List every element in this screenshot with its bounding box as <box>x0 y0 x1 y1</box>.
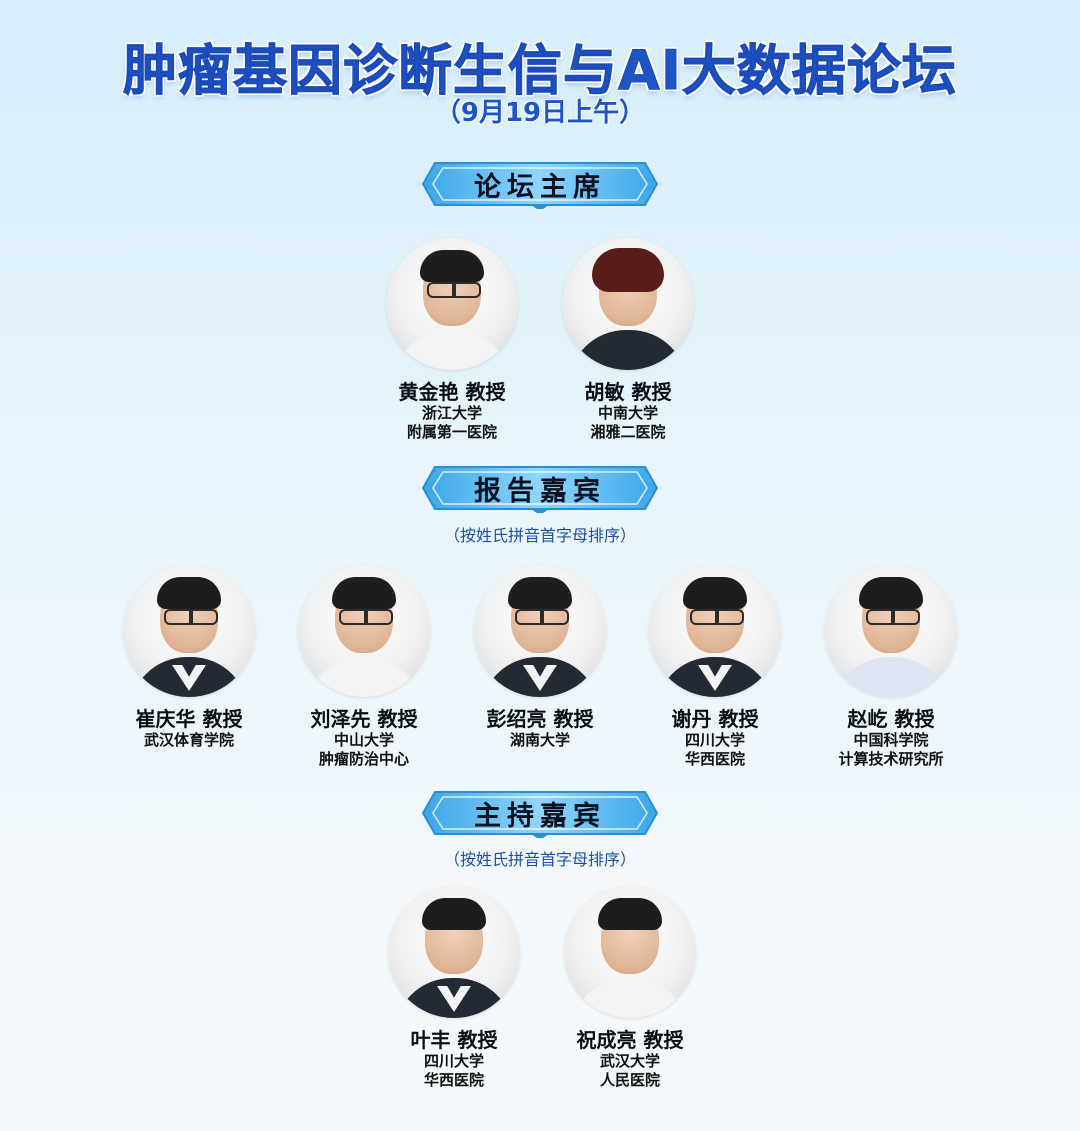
person-affiliation-line1: 四川大学 <box>423 1052 484 1070</box>
person-affiliation-line2: 人民医院 <box>599 1071 660 1089</box>
person-card-speaker-5: 赵屹 教授 中国科学院 计算技术研究所 <box>806 565 976 769</box>
avatar <box>123 565 255 697</box>
person-card-chair-2: 胡敏 教授 中南大学 湘雅二医院 <box>543 238 713 442</box>
banner-frame-icon <box>421 791 659 838</box>
person-affiliation-line1: 中国科学院 <box>853 731 929 749</box>
person-affiliation-line2: 湘雅二医院 <box>590 423 666 441</box>
person-card-host-2: 祝成亮 教授 武汉大学 人民医院 <box>545 886 715 1090</box>
person-affiliation-line1: 湖南大学 <box>509 731 570 749</box>
avatar <box>825 565 957 697</box>
person-affiliation-line1: 中山大学 <box>333 731 394 749</box>
section-banner-chairs: 论坛主席 <box>421 159 659 209</box>
person-affiliation-line1: 中南大学 <box>597 404 658 422</box>
section-note-speakers: （按姓氏拼音首字母排序） <box>443 526 636 545</box>
section-banner-speakers: 报告嘉宾 <box>421 463 659 513</box>
avatar <box>564 886 696 1018</box>
person-name: 崔庆华 教授 <box>135 707 243 731</box>
avatar <box>562 238 694 370</box>
section-note-hosts: （按姓氏拼音首字母排序） <box>443 850 636 869</box>
banner-frame-icon <box>421 466 659 513</box>
person-name: 祝成亮 教授 <box>576 1028 684 1052</box>
person-affiliation-line2: 计算技术研究所 <box>838 750 944 768</box>
person-card-speaker-4: 谢丹 教授 四川大学 华西医院 <box>630 565 800 769</box>
person-affiliation-line2: 附属第一医院 <box>406 423 497 441</box>
section-banner-hosts: 主持嘉宾 <box>421 788 659 838</box>
avatar <box>388 886 520 1018</box>
avatar <box>298 565 430 697</box>
avatar <box>474 565 606 697</box>
person-affiliation-line1: 武汉体育学院 <box>143 731 234 749</box>
person-card-speaker-3: 彭绍亮 教授 湖南大学 <box>455 565 625 750</box>
person-affiliation-line2: 华西医院 <box>684 750 745 768</box>
person-name: 彭绍亮 教授 <box>486 707 594 731</box>
person-affiliation-line2: 肿瘤防治中心 <box>318 750 409 768</box>
person-card-speaker-2: 刘泽先 教授 中山大学 肿瘤防治中心 <box>279 565 449 769</box>
section-label-chairs: 论坛主席 <box>474 171 606 203</box>
person-affiliation-line1: 武汉大学 <box>599 1052 660 1070</box>
person-name: 胡敏 教授 <box>584 380 672 404</box>
person-name: 刘泽先 教授 <box>310 707 418 731</box>
person-name: 黄金艳 教授 <box>398 380 506 404</box>
person-affiliation-line1: 浙江大学 <box>421 404 482 422</box>
section-label-speakers: 报告嘉宾 <box>474 475 606 507</box>
avatar <box>386 238 518 370</box>
person-card-chair-1: 黄金艳 教授 浙江大学 附属第一医院 <box>367 238 537 442</box>
avatar <box>649 565 781 697</box>
page-subtitle: （9月19日上午） <box>434 98 646 128</box>
person-name: 叶丰 教授 <box>410 1028 498 1052</box>
person-card-host-1: 叶丰 教授 四川大学 华西医院 <box>369 886 539 1090</box>
banner-frame-icon <box>421 162 659 209</box>
person-card-speaker-1: 崔庆华 教授 武汉体育学院 <box>104 565 274 750</box>
page-title: 肿瘤基因诊断生信与AI大数据论坛 <box>123 39 957 103</box>
person-affiliation-line2: 华西医院 <box>423 1071 484 1089</box>
person-name: 赵屹 教授 <box>847 707 935 731</box>
section-label-hosts: 主持嘉宾 <box>474 800 606 832</box>
person-name: 谢丹 教授 <box>671 707 759 731</box>
person-affiliation-line1: 四川大学 <box>684 731 745 749</box>
